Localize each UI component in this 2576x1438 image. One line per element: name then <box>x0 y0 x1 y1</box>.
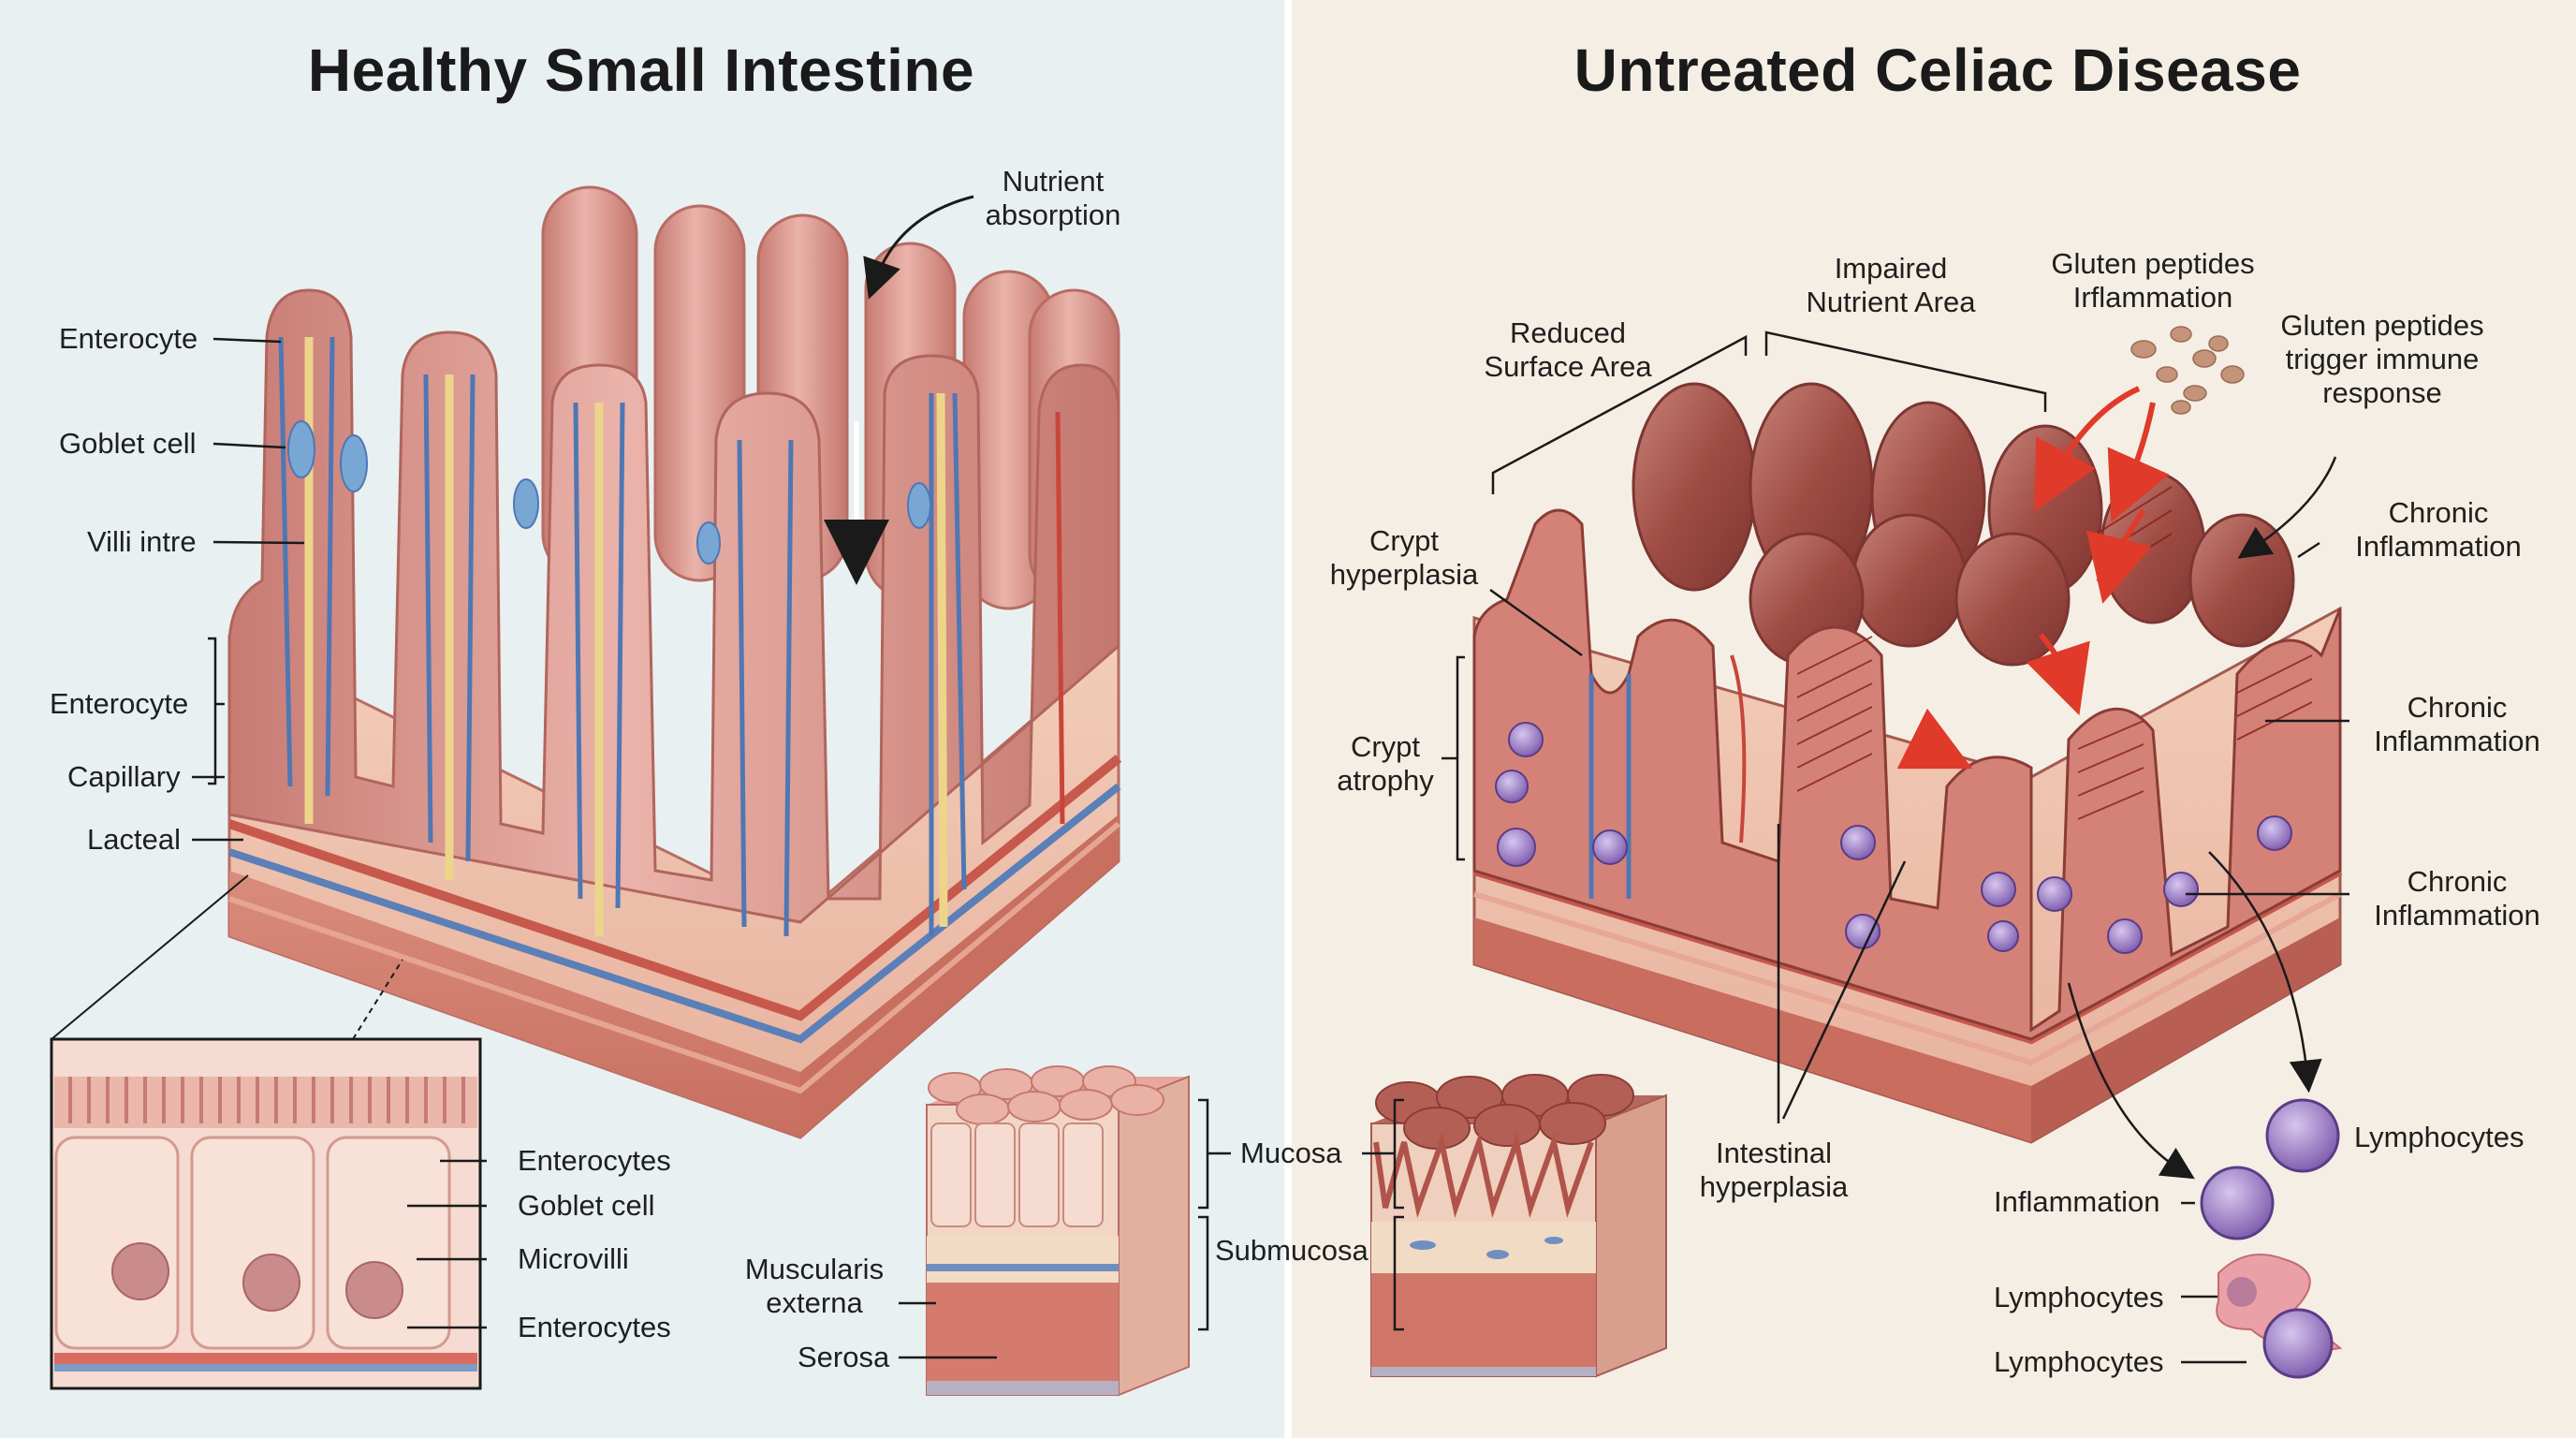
label-gluten-trigger: Gluten peptides trigger immune response <box>2265 309 2499 410</box>
layer-leader-lines <box>899 1098 1404 1359</box>
label-inflammation: Inflammation <box>1994 1185 2160 1218</box>
label-lymphocytes-3: Lymphocytes <box>1994 1345 2164 1378</box>
label-crypt-atrophy: Crypt atrophy <box>1315 730 1456 798</box>
label-chronic2-line1: Chronic <box>2407 691 2508 724</box>
label-goblet-cell: Goblet cell <box>59 427 197 460</box>
label-chronic-inflammation-3: Chronic Inflammation <box>2349 865 2565 932</box>
label-gluten-inflammation: Gluten peptides Irflammation <box>2036 247 2270 315</box>
label-inset-enterocytes-bottom: Enterocytes <box>518 1311 671 1343</box>
gluten-attack-arrows <box>1896 386 2170 770</box>
label-crypt-hyper-line1: Crypt <box>1368 524 1440 557</box>
celiac-title: Untreated Celiac Disease <box>1573 37 2302 104</box>
label-impaired-line1: Impaired <box>1834 252 1948 285</box>
label-intestinal-line2: hyperplasia <box>1699 1170 1849 1203</box>
label-gluten-trigger-line3: response <box>2322 376 2442 409</box>
label-enterocyte-bracket: Enterocyte <box>50 687 189 720</box>
label-inset-microvilli: Microvilli <box>518 1242 629 1275</box>
label-chronic1-line2: Inflammation <box>2355 530 2522 563</box>
label-chronic2-line2: Inflammation <box>2374 725 2540 757</box>
healthy-leader-lines <box>192 337 305 842</box>
label-intestinal-line1: Intestinal <box>1715 1137 1833 1169</box>
label-lacteal: Lacteal <box>87 823 181 856</box>
celiac-tissue-block <box>1472 382 2343 1144</box>
label-inset-goblet-cell: Goblet cell <box>518 1189 655 1222</box>
label-impaired-nutrient-area: Impaired Nutrient Area <box>1783 252 1998 319</box>
label-nutrient-absorption: Nutrient absorption <box>964 165 1142 232</box>
label-chronic3-line1: Chronic <box>2407 865 2508 898</box>
inset-leader-lines <box>407 1159 487 1329</box>
microvilli-inset <box>50 874 482 1390</box>
label-serosa: Serosa <box>798 1341 890 1373</box>
label-muscularis-line1: Muscularis <box>744 1253 885 1285</box>
panel-divider <box>1284 0 1292 1438</box>
label-chronic3-line2: Inflammation <box>2374 899 2540 932</box>
label-chronic-inflammation-1: Chronic Inflammation <box>2331 496 2546 564</box>
label-reduced-surface-area: Reduced Surface Area <box>1460 316 1676 384</box>
label-muscularis-externa: Muscularis externa <box>735 1253 894 1320</box>
label-gluten-infl-line2: Irflammation <box>2072 281 2233 314</box>
label-gluten-infl-line1: Gluten peptides <box>2051 247 2255 280</box>
label-nutrient-line2: absorption <box>985 198 1121 231</box>
label-lymphocytes-2: Lymphocytes <box>1994 1281 2164 1313</box>
label-gluten-trigger-line1: Gluten peptides <box>2280 309 2484 342</box>
label-submucosa: Submucosa <box>1215 1234 1368 1267</box>
label-villi-intre: Villi intre <box>87 525 197 558</box>
label-chronic-inflammation-2: Chronic Inflammation <box>2349 691 2565 758</box>
gluten-peptides <box>2130 326 2245 415</box>
label-intestinal-hyperplasia: Intestinal hyperplasia <box>1676 1137 1872 1204</box>
healthy-title: Healthy Small Intestine <box>307 37 975 104</box>
label-impaired-line2: Nutrient Area <box>1806 286 1976 318</box>
label-mucosa: Mucosa <box>1240 1137 1342 1169</box>
healthy-tissue-block <box>227 185 1122 1139</box>
healthy-layer-cube <box>926 1065 1190 1397</box>
label-crypt-atrophy-line2: atrophy <box>1337 764 1434 797</box>
label-crypt-atrophy-line1: Crypt <box>1350 730 1421 763</box>
label-reduced-line2: Surface Area <box>1484 350 1652 383</box>
celiac-leader-lines <box>1442 330 2349 1364</box>
label-nutrient-line1: Nutrient <box>1002 165 1105 198</box>
label-enterocyte: Enterocyte <box>59 322 198 355</box>
label-capillary: Capillary <box>67 760 181 793</box>
label-muscularis-line2: externa <box>766 1286 863 1319</box>
free-lymphocytes <box>2200 1098 2343 1379</box>
healthy-villi-front-row <box>227 288 1120 937</box>
label-crypt-hyperplasia: Crypt hyperplasia <box>1315 524 1493 592</box>
label-chronic1-line1: Chronic <box>2388 496 2489 529</box>
celiac-layer-cube <box>1370 1074 1667 1378</box>
label-inset-enterocytes-top: Enterocytes <box>518 1144 671 1177</box>
label-lymphocytes-1: Lymphocytes <box>2354 1121 2525 1153</box>
label-crypt-hyper-line2: hyperplasia <box>1329 558 1479 591</box>
label-reduced-line1: Reduced <box>1509 316 1627 349</box>
label-gluten-trigger-line2: trigger immune <box>2285 343 2480 375</box>
